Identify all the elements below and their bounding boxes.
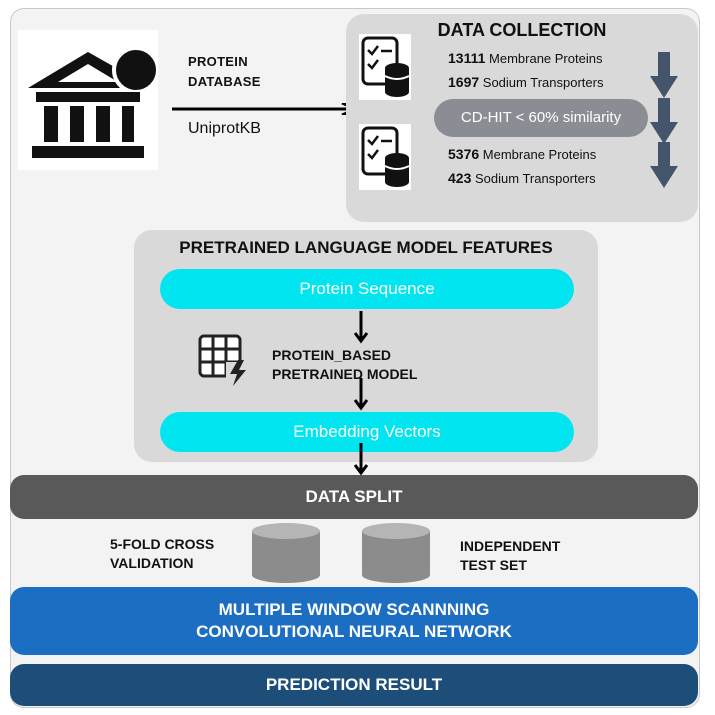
cylinder-icon — [362, 523, 430, 583]
cnn-line2: CONVOLUTIONAL NEURAL NETWORK — [196, 622, 512, 641]
membrane-label-after: Membrane Proteins — [482, 147, 597, 162]
pretrained-features-title: PRETRAINED LANGUAGE MODEL FEATURES — [179, 238, 553, 257]
protein-sequence-pill: Protein Sequence — [160, 269, 574, 309]
cylinder-icon — [252, 523, 320, 583]
protein-database-line2: DATABASE — [188, 74, 261, 89]
down-arrow-icon — [354, 311, 368, 344]
membrane-label-before: Membrane Proteins — [489, 51, 603, 66]
checklist-database-icon — [359, 34, 411, 100]
membrane-count-after: 5376 — [448, 146, 480, 162]
independent-test-label: INDEPENDENT TEST SET — [460, 537, 560, 575]
stat-membrane-after: 5376 Membrane Proteins — [448, 146, 596, 162]
grid-lightning-icon — [196, 332, 252, 388]
checklist-database-icon — [359, 124, 411, 190]
stat-sodium-before: 1697 Sodium Transporters — [448, 74, 603, 90]
cross-validation-line2: VALIDATION — [110, 555, 194, 571]
sodium-count-before: 1697 — [448, 74, 480, 90]
pretrained-model-label: PROTEIN_BASED PRETRAINED MODEL — [272, 346, 417, 384]
sodium-label-before: Sodium Transporters — [482, 75, 604, 90]
bank-database-icon — [18, 30, 160, 170]
uniprotkb-label: UniprotKB — [188, 120, 261, 137]
independent-test-line1: INDEPENDENT — [460, 538, 561, 554]
membrane-count-before: 13111 — [448, 50, 486, 66]
cross-validation-label: 5-FOLD CROSS VALIDATION — [110, 535, 214, 573]
independent-test-line2: TEST SET — [460, 557, 527, 573]
pretrained-model-line2: PRETRAINED MODEL — [272, 366, 418, 382]
data-split-bar: DATA SPLIT — [10, 475, 698, 519]
protein-database-label: PROTEIN DATABASE — [188, 52, 261, 92]
sodium-label-after: Sodium Transporters — [474, 171, 596, 186]
down-arrow-icon — [354, 378, 368, 411]
down-arrow-icon — [354, 443, 368, 476]
stat-sodium-after: 423 Sodium Transporters — [448, 170, 596, 186]
down-arrow-icon — [650, 142, 678, 188]
cross-validation-line1: 5-FOLD CROSS — [110, 536, 215, 552]
prediction-result-bar: PREDICTION RESULT — [10, 664, 698, 706]
down-arrow-icon — [650, 98, 678, 144]
sodium-count-after: 423 — [448, 170, 472, 186]
cnn-model-bar: MULTIPLE WINDOW SCANNNING CONVOLUTIONAL … — [10, 587, 698, 655]
cnn-line1: MULTIPLE WINDOW SCANNNING — [218, 600, 490, 619]
embedding-vectors-pill: Embedding Vectors — [160, 412, 574, 452]
data-collection-title: DATA COLLECTION — [437, 20, 607, 40]
stat-membrane-before: 13111 Membrane Proteins — [448, 50, 602, 66]
down-arrow-icon — [650, 52, 678, 98]
protein-database-line1: PROTEIN — [188, 54, 248, 69]
cdhit-filter-pill: CD-HIT < 60% similarity — [434, 99, 648, 137]
pretrained-model-line1: PROTEIN_BASED — [272, 347, 392, 363]
right-arrow-icon — [172, 103, 360, 115]
